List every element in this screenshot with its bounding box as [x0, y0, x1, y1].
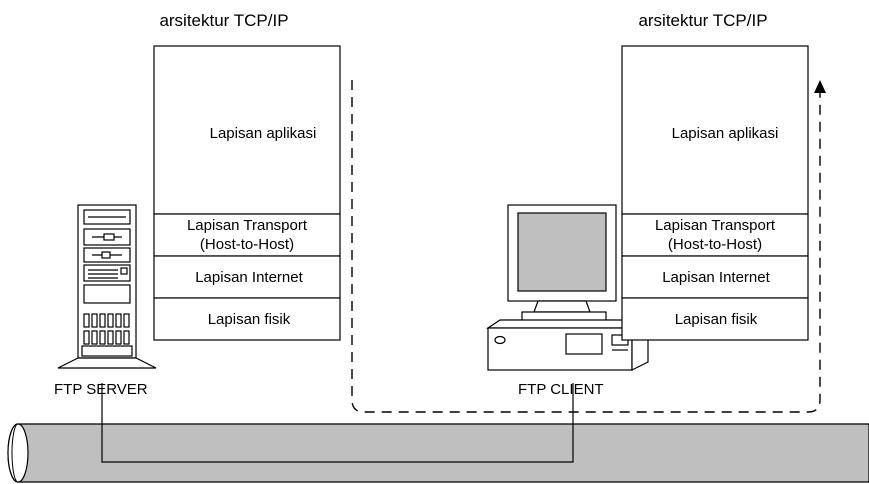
dashed-flow-path: [351, 80, 826, 413]
right-layer-internet: Lapisan Internet: [662, 269, 770, 286]
right-layer-application: Lapisan aplikasi: [672, 125, 779, 142]
right-layer-physical: Lapisan fisik: [675, 311, 758, 328]
server-label: FTP SERVER: [54, 381, 148, 398]
server-tower-icon: [57, 204, 157, 369]
left-stack-title: arsitektur TCP/IP: [159, 11, 288, 30]
network-cable: [7, 423, 869, 483]
client-computer-icon: [486, 204, 649, 371]
left-layer-transport-line2: (Host-to-Host): [200, 236, 294, 253]
left-tcpip-stack: arsitektur TCP/IP Lapisan aplikasi Lapis…: [153, 11, 341, 341]
right-stack-title: arsitektur TCP/IP: [638, 11, 767, 30]
left-layer-physical: Lapisan fisik: [208, 311, 291, 328]
left-layer-transport-line1: Lapisan Transport: [187, 217, 308, 234]
left-layer-application: Lapisan aplikasi: [210, 125, 317, 142]
arrow-up-icon: [814, 80, 826, 93]
right-layer-transport-line2: (Host-to-Host): [668, 236, 762, 253]
left-layer-internet: Lapisan Internet: [195, 269, 303, 286]
connection-line: [101, 383, 574, 463]
right-tcpip-stack: arsitektur TCP/IP Lapisan aplikasi Lapis…: [621, 11, 809, 341]
client-label: FTP CLIENT: [518, 381, 604, 398]
right-layer-transport-line1: Lapisan Transport: [655, 217, 776, 234]
